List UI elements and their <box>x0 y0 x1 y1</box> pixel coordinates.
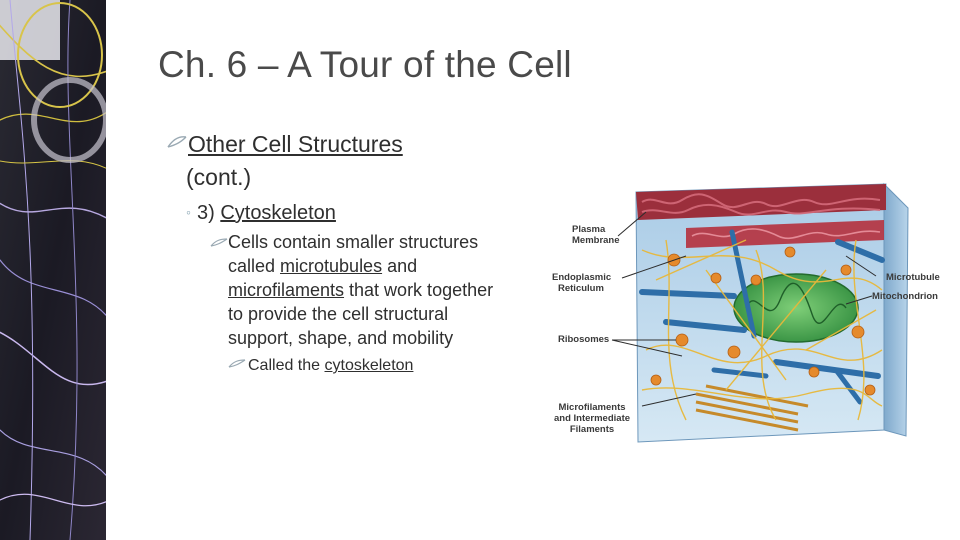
label-microfilaments-line2: and Intermediate <box>554 413 631 424</box>
bullet-level3-line4: to provide the cell structural <box>228 304 449 324</box>
label-er-line1: Endoplasmic <box>552 272 612 283</box>
bullet-level3-line5: support, shape, and mobility <box>228 328 454 348</box>
label-endoplasmic-reticulum: Endoplasmic Reticulum <box>552 272 611 294</box>
label-microfilaments: Microfilaments and Intermediate Filament… <box>554 402 630 435</box>
bullet-level3-line2: called microtubules and <box>228 254 417 278</box>
bullet-level2-prefix: 3) <box>196 202 221 224</box>
bullet-arrow-icon <box>210 238 228 247</box>
microtubules-term: microtubules <box>280 256 383 276</box>
bullet-level1-line2: (cont.) <box>186 164 252 190</box>
label-plasma-membrane: Plasma Membrane <box>572 224 620 246</box>
decorative-neuron-strip <box>0 0 106 540</box>
cytoskeleton-term: Cytoskeleton <box>220 202 336 224</box>
slide-title: Ch. 6 – A Tour of the Cell <box>158 44 572 85</box>
label-er-line2: Reticulum <box>558 283 604 294</box>
label-mitochondrion-line1: Mitochondrion <box>872 291 938 302</box>
line2-prefix: called <box>228 256 281 276</box>
bullet-level1-line1: Other Cell Structures <box>188 131 403 157</box>
microfilaments-term: microfilaments <box>228 280 345 300</box>
label-microfilaments-line1: Microfilaments <box>558 402 626 413</box>
label-microtubule: Microtubule <box>886 272 940 283</box>
label-microfilaments-line3: Filaments <box>569 424 615 435</box>
line3-suffix: that work together <box>344 280 494 300</box>
bullet-arrow-icon <box>228 359 246 368</box>
bullet-level4-prefix: Called the <box>248 357 325 374</box>
line2-suffix: and <box>382 256 418 276</box>
label-mitochondrion: Mitochondrion <box>872 291 938 302</box>
label-ribosomes-line1: Ribosomes <box>558 334 610 345</box>
label-plasma-membrane-line2: Membrane <box>572 235 620 246</box>
label-plasma-membrane-line1: Plasma <box>572 224 606 235</box>
cytoskeleton-term-2: cytoskeleton <box>324 357 414 374</box>
bullet-level2: ◦ 3) Cytoskeleton <box>186 200 336 227</box>
label-ribosomes: Ribosomes <box>558 334 609 345</box>
bullet-level3-line1: Cells contain smaller structures <box>228 232 479 252</box>
bullet-arrow-icon <box>167 136 187 148</box>
cytoskeleton-diagram: Plasma Membrane Endoplasmic Reticulum Ri… <box>546 180 956 450</box>
bullet-level3-line3: microfilaments that work together <box>228 278 493 302</box>
bullet-circle-icon: ◦ <box>186 204 191 220</box>
bullet-level4: Called the cytoskeleton <box>228 355 413 377</box>
label-microtubule-line1: Microtubule <box>886 272 940 283</box>
cell-illustration <box>611 182 909 443</box>
